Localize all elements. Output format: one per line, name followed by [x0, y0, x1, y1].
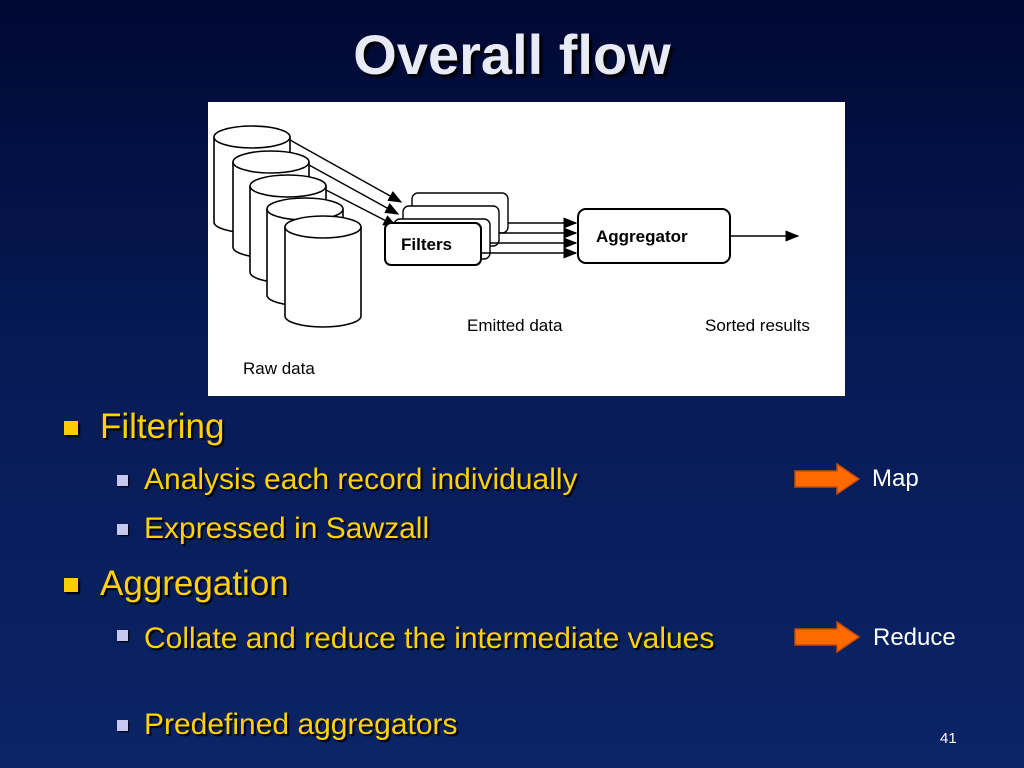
sorted-results-caption: Sorted results [705, 316, 810, 335]
bullet-square-icon [117, 475, 128, 486]
flow-diagram: Filters Aggregator Emitted data Sorted r… [208, 102, 845, 396]
emitted-data-arrows [481, 217, 578, 259]
bullet-square-icon [117, 720, 128, 731]
aggregator-label: Aggregator [596, 227, 688, 246]
reduce-arrow-icon [794, 620, 861, 654]
filter-boxes [384, 192, 509, 266]
bullet-square-icon [64, 421, 78, 435]
sub-bullet: Collate and reduce the intermediate valu… [117, 618, 717, 659]
reduce-label: Reduce [873, 624, 956, 651]
raw-data-cylinders [213, 125, 362, 328]
raw-data-caption: Raw data [243, 359, 315, 378]
slide-title: Overall flow [353, 23, 671, 86]
filters-label: Filters [401, 235, 452, 254]
bullet-filtering: Filtering [64, 407, 224, 447]
bullet-square-icon [117, 524, 128, 535]
bullet-square-icon [117, 630, 128, 641]
sub-bullet: Predefined aggregators [117, 708, 458, 742]
input-arrows [289, 139, 403, 227]
sub-bullet: Analysis each record individually [117, 463, 578, 497]
bullet-square-icon [64, 578, 78, 592]
sub-bullet: Expressed in Sawzall [117, 512, 429, 546]
page-number: 41 [940, 730, 957, 747]
bullet-aggregation: Aggregation [64, 564, 289, 604]
map-label: Map [872, 465, 919, 492]
cylinder-icon [284, 215, 362, 328]
emitted-data-caption: Emitted data [467, 316, 563, 335]
map-arrow-icon [794, 462, 861, 496]
